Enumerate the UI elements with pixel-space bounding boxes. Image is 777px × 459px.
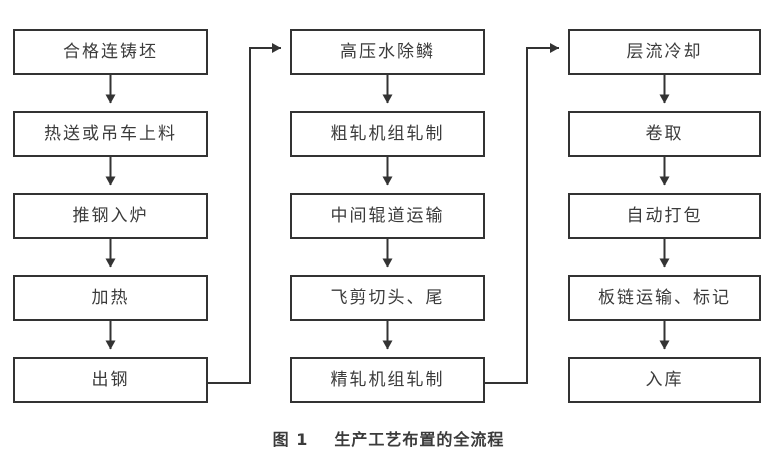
- connector-n10-to-n11: [485, 43, 559, 384]
- connector-n5-to-n6: [208, 43, 281, 384]
- node-gaoyashui-chulin[interactable]: 高压水除鳞: [290, 29, 485, 75]
- node-tuigang-rulu[interactable]: 推钢入炉: [13, 193, 208, 239]
- node-chugang[interactable]: 出钢: [13, 357, 208, 403]
- node-zidong-dabao[interactable]: 自动打包: [568, 193, 761, 239]
- figure-caption-title: 生产工艺布置的全流程: [334, 430, 505, 449]
- node-resong-huo-diaoche-shangliao[interactable]: 热送或吊车上料: [13, 111, 208, 157]
- node-hege-lianzhupi[interactable]: 合格连铸坯: [13, 29, 208, 75]
- node-zhongjian-gundao-yunshu[interactable]: 中间辊道运输: [290, 193, 485, 239]
- node-jiare[interactable]: 加热: [13, 275, 208, 321]
- figure-caption-number: 图 1: [272, 430, 309, 449]
- node-cengliu-lengque[interactable]: 层流冷却: [568, 29, 761, 75]
- node-feijian-qietou-wei[interactable]: 飞剪切头、尾: [290, 275, 485, 321]
- node-cuzha-jizu-zhazhi[interactable]: 粗轧机组轧制: [290, 111, 485, 157]
- node-juanqu[interactable]: 卷取: [568, 111, 761, 157]
- figure-caption: 图 1 生产工艺布置的全流程: [0, 426, 777, 450]
- node-jingzha-jizu-zhazhi[interactable]: 精轧机组轧制: [290, 357, 485, 403]
- node-ruku[interactable]: 入库: [568, 357, 761, 403]
- node-banlian-yunshu-biaoji[interactable]: 板链运输、标记: [568, 275, 761, 321]
